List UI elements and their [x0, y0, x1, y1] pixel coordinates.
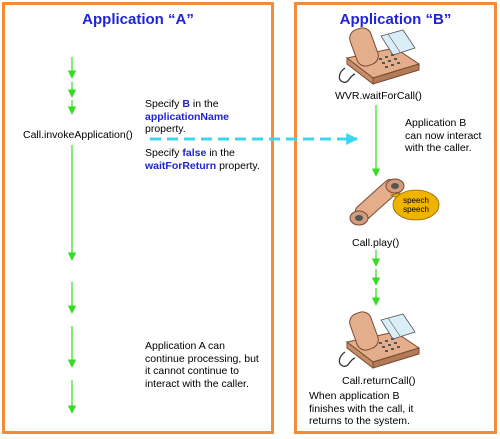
application-b-panel: Application “B” [294, 2, 497, 434]
application-a-title: Application “A” [82, 11, 194, 28]
invoke-application-label: Call.invokeApplication() [23, 129, 133, 141]
note-text: in the [206, 147, 235, 159]
application-a-panel: Application “A” [2, 2, 274, 434]
telephone-icon [338, 311, 421, 370]
wait-for-call-label: WVR.waitForCall() [335, 90, 422, 102]
note-text: property. [216, 159, 260, 172]
note-value: false [182, 147, 207, 159]
note-property: applicationName [145, 110, 230, 123]
note-property: waitForReturn [145, 159, 217, 172]
wait-for-return-note: Specify false in the waitForReturn prope… [145, 147, 275, 172]
telephone-handset-icon [349, 178, 405, 226]
return-note: When application B finishes with the cal… [309, 390, 414, 427]
play-label: Call.play() [352, 237, 400, 249]
return-call-label: Call.returnCall() [342, 375, 416, 387]
speech-text-1: speech [403, 196, 429, 205]
application-b-title: Application “B” [339, 11, 452, 28]
note-text: Specify [145, 147, 183, 159]
note-text: in the [189, 98, 219, 110]
application-name-note: Specify B in the applicationName propert… [145, 98, 275, 136]
speech-bubble-icon: speech speech [389, 189, 440, 221]
telephone-icon [338, 27, 421, 86]
interact-note: Application B can now interact with the … [405, 117, 482, 154]
note-text: Specify [145, 98, 183, 110]
speech-text-2: speech [403, 205, 429, 214]
continue-processing-note: Application A can continue processing, b… [145, 340, 259, 390]
note-value: B [182, 98, 190, 110]
note-text: property. [145, 123, 186, 135]
